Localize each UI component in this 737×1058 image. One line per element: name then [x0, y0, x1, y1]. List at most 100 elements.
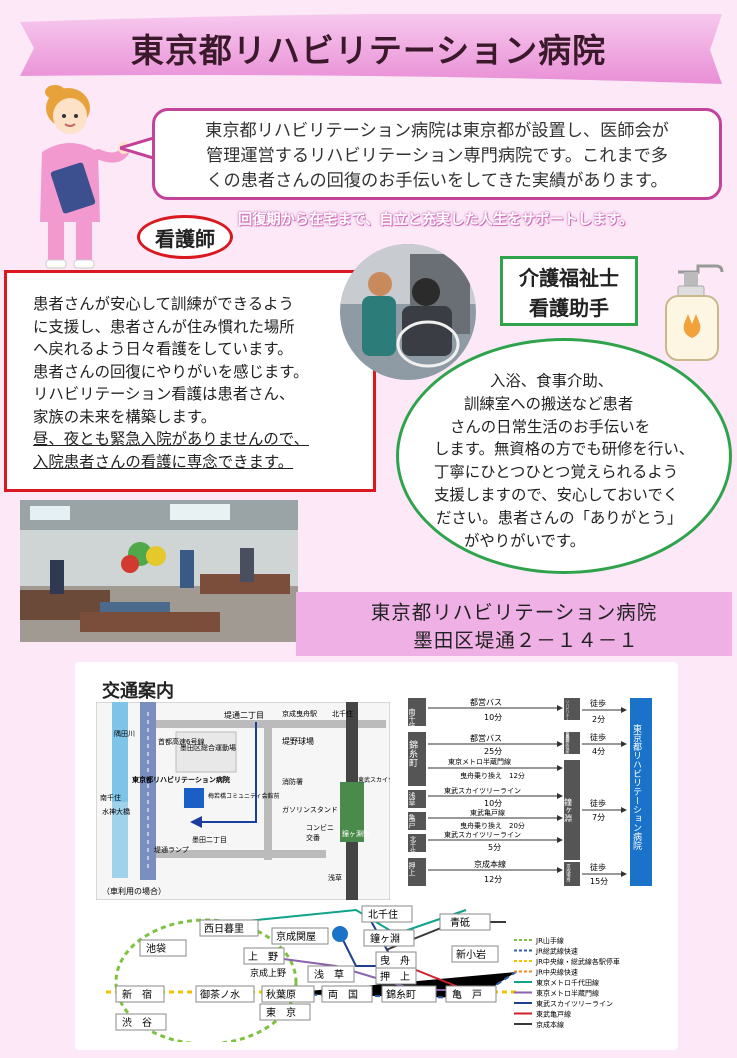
- legend-label: JR中央線・総武線各駅停車: [535, 957, 620, 966]
- hospital-address: 墨田区堤通２－１４－１: [413, 629, 639, 652]
- route-walk: 徒歩: [590, 698, 606, 708]
- route-walk-time: 15分: [590, 877, 608, 886]
- legend-label: 東武スカイツリーライン: [536, 999, 613, 1008]
- route-time: 25分: [484, 747, 502, 756]
- therapy-room-photo: [20, 500, 298, 642]
- access-title: 交通案内: [102, 681, 174, 702]
- map-label: 消防署: [282, 777, 303, 786]
- route-time: 曳舟乗り換え 12分: [460, 771, 525, 780]
- route-destination: 東京都リハビリテーション病院: [631, 723, 642, 851]
- nurse-description: 患者さんが安心して訓練ができるよう に支援し、患者さんが住み慣れた場所 へ戻れる…: [4, 270, 376, 492]
- care-description-bubble: [396, 338, 732, 574]
- route-origin: 押上: [408, 861, 416, 876]
- route-line: 東武スカイツリーライン: [444, 830, 521, 839]
- station: 東 京: [266, 1006, 296, 1019]
- route-line: 東武亀戸線: [470, 808, 505, 817]
- route-time: 10分: [484, 799, 502, 808]
- sanitizer-bottle-icon: [665, 264, 724, 361]
- intro-bubble: 東京都リハビリテーション病院は東京都が設置し、医師会が 管理運営するリハビリテー…: [152, 108, 722, 200]
- route-origin: 亀戸: [408, 813, 416, 829]
- station: 浅 草: [314, 968, 344, 981]
- route-line: 東京メトロ半蔵門線: [448, 757, 511, 766]
- route-chart: 南千住 錦糸町 浅草 亀戸 北千住 押上 都営バス 10分 都営バス 25分 東…: [407, 697, 652, 886]
- wheelchair-photo: [340, 244, 476, 380]
- legend-label: 東京メトロ千代田線: [536, 978, 599, 987]
- station: 青砥: [450, 916, 470, 929]
- route-stop: 鐘ヶ淵: [564, 797, 573, 823]
- station: 鐘ヶ淵: [370, 932, 400, 945]
- map-label: 隅田川: [114, 729, 135, 738]
- map-label: 梅若橋コミュニティ会館前: [208, 792, 280, 800]
- station: 渋 谷: [122, 1016, 152, 1029]
- route-walk-time: 4分: [592, 747, 605, 756]
- legend-label: JR総武線快速: [535, 947, 578, 956]
- map-label: 北千住: [332, 709, 353, 718]
- legend-label: 京成本線: [536, 1020, 564, 1029]
- map-label: （車利用の場合）: [102, 886, 166, 896]
- map-label: 鐘ヶ淵駅: [342, 829, 370, 838]
- page-title: 東京都リハビリテーション病院: [130, 31, 607, 70]
- station: 押 上: [380, 970, 410, 983]
- station: 京成上野: [250, 967, 286, 979]
- map-label: 浅草: [328, 873, 342, 882]
- route-line: 都営バス: [470, 733, 502, 743]
- map-label: 南千住: [100, 793, 121, 802]
- route-walk: 徒歩: [590, 862, 606, 872]
- map-label: ガソリンスタンド: [282, 805, 338, 814]
- station: 新 宿: [122, 988, 152, 1001]
- route-stop: 墨田区役所: [566, 734, 571, 755]
- rail-network-map: 北千住 青砥 西日暮里 京成関屋 鐘ヶ淵 池袋 上 野 京成上野 曳 舟 新小岩…: [106, 905, 620, 1042]
- station: 秋葉原: [266, 988, 296, 1001]
- station: 両 国: [328, 989, 358, 1001]
- route-time: 10分: [484, 713, 502, 722]
- route-origin: 錦糸町: [407, 739, 418, 767]
- map-label: 堤通二丁目: [224, 710, 264, 720]
- station: 新小岩: [456, 948, 486, 961]
- hospital-name: 東京都リハビリテーション病院: [370, 601, 658, 624]
- station: 曳 舟: [380, 954, 410, 967]
- route-walk: 徒歩: [590, 732, 606, 742]
- map-label: 東武スカイツリーライン: [358, 776, 390, 784]
- station: 京成関屋: [276, 930, 316, 943]
- station: 御茶ノ水: [200, 988, 240, 1001]
- route-time: 12分: [484, 875, 502, 884]
- local-area-map: 堤通二丁目 京成曳舟駅 北千住 首都高速6号線 墨田区総合運動場 堤野球場 東京…: [96, 702, 390, 900]
- legend-label: 東京メトロ半蔵門線: [536, 989, 599, 998]
- station: 亀 戸: [452, 988, 482, 1001]
- intro-text: 東京都リハビリテーション病院は東京都が設置し、医師会が 管理運営するリハビリテー…: [205, 121, 669, 191]
- map-label: コンビニ: [306, 823, 334, 832]
- title-ribbon: [20, 14, 722, 84]
- care-worker-label: 介護福祉士 看護助手: [500, 256, 638, 326]
- address-banner: [296, 592, 732, 656]
- station: 錦糸町: [386, 988, 416, 1001]
- route-origin: 南千住: [408, 707, 416, 729]
- map-label: 堤通ランプ: [154, 845, 189, 854]
- route-walk: 徒歩: [590, 798, 606, 808]
- tagline: 回復期から在宅まで、自立と充実した人生をサポートします。: [238, 212, 634, 228]
- route-line: 東武スカイツリーライン: [444, 786, 521, 795]
- route-line: 都営バス: [470, 697, 502, 707]
- map-label: 首都高速6号線: [158, 737, 204, 746]
- nurse-label: 看護師: [137, 215, 233, 259]
- route-origin: 北千住: [409, 835, 416, 854]
- map-label: 水神大橋: [102, 807, 130, 816]
- legend-label: JR中央線快速: [535, 968, 578, 977]
- map-label: 墨田二丁目: [192, 836, 227, 844]
- route-stop: 京成曳舟: [566, 863, 571, 884]
- map-label: 東京都リハビリテーション病院: [132, 775, 230, 784]
- nurse-illustration: [40, 85, 130, 269]
- map-label: 堤野球場: [282, 736, 314, 746]
- care-description: 入浴、食事介助、 訓練室への搬送など患者 さんの日常生活のお手伝いを します。無…: [434, 372, 695, 550]
- route-time: 5分: [488, 843, 501, 852]
- route-time: 曳舟乗り換え 20分: [460, 821, 525, 830]
- route-line: 京成本線: [474, 859, 506, 869]
- station: 上 野: [248, 951, 278, 963]
- map-label: 京成曳舟駅: [282, 709, 317, 718]
- map-label: 墨田区総合運動場: [180, 743, 236, 752]
- legend-label: JR山手線: [535, 936, 564, 945]
- station: 西日暮里: [204, 922, 244, 935]
- route-origin: 浅草: [408, 791, 416, 807]
- route-walk-time: 2分: [592, 715, 605, 724]
- station: 北千住: [368, 908, 398, 921]
